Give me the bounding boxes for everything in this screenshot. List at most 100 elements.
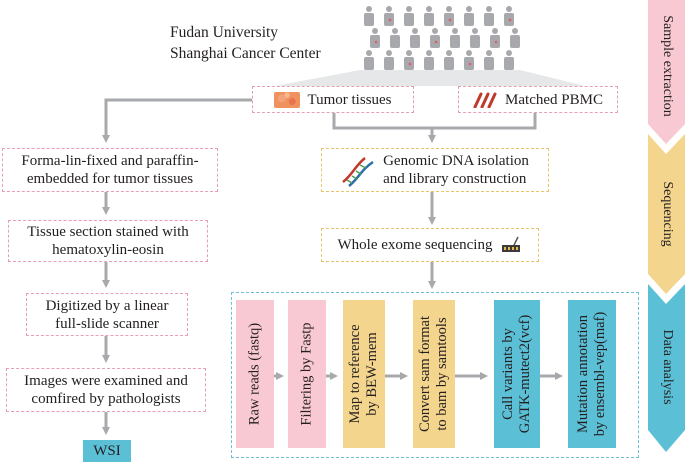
institution-title: Fudan University Shanghai Cancer Center [170,22,321,64]
stage-label-sequencing: Sequencing [659,181,675,247]
stage-banners [648,0,685,452]
stage-label-sample-extraction: Sample extraction [659,15,675,117]
person-marker [408,62,412,66]
person-head [466,50,472,56]
person-head [426,6,432,12]
person-head [492,28,498,34]
step5-line2: GATK-mutect2(vcf) [517,314,533,434]
person-body [504,57,514,70]
person-head [406,50,412,56]
person-head [472,28,478,34]
step1-line1: Raw reads (fastq) [246,322,263,426]
person-head [372,28,378,34]
person-body [510,35,520,48]
scanner-line2: full-slide scanner [55,315,159,332]
tissue-icon [274,91,301,108]
person-head [506,6,512,12]
person-head [466,6,472,12]
person-marker [468,62,472,66]
person-body [364,13,374,26]
he-stain-line1: Tissue section stained with [27,224,189,240]
person-body [470,35,480,48]
person-head [412,28,418,34]
wsi-label: WSI [93,442,121,459]
ffpe-line2: embedded for tumor tissues [26,171,194,187]
person-body [484,57,494,70]
dna-line1: Genomic DNA isolation [383,153,529,169]
person-marker [448,18,452,22]
person-head [486,6,492,12]
person-body [384,57,394,70]
people-funnel [275,70,585,86]
person-marker [388,18,392,22]
stage-label-data-analysis: Data analysis [659,329,675,405]
person-head [386,50,392,56]
stage-banner-sequencing [648,134,685,294]
step6-line2: by ensembl-vep(maf) [592,311,608,437]
person-head [392,28,398,34]
step5-line1: Call variants by [500,328,516,420]
person-body [390,35,400,48]
person-body [444,57,454,70]
step6-line1: Mutation annotation [575,315,591,433]
he-stain-line2: hematoxylin-eosin [52,242,164,258]
dna-isolation-box: Genomic DNA isolation and library constru… [321,148,549,192]
dna-line2: and library construction [383,171,527,187]
stage-banner-sample-extraction [648,0,685,144]
person-marker [494,40,498,44]
step4-line2: to bam by samtools [434,317,450,431]
analysis-step-fastp: Filtering by Fastp [288,300,326,448]
blood-tubes-icon [473,92,497,108]
person-head [486,50,492,56]
matched-pbmc-box: Matched PBMC [458,86,618,113]
person-head [386,6,392,12]
person-body [364,57,374,70]
person-head [452,28,458,34]
person-head [366,50,372,56]
matched-pbmc-label: Matched PBMC [505,91,603,108]
person-body [424,13,434,26]
wes-box: Whole exome sequencing [321,228,539,262]
he-stain-box: Tissue section stained with hematoxylin-e… [8,220,208,262]
person-head [512,28,518,34]
wes-label: Whole exome sequencing [337,237,493,253]
person-head [506,50,512,56]
analysis-step-raw-reads: Raw reads (fastq) [236,300,274,448]
tumor-tissues-box: Tumor tissues [252,86,414,113]
dna-helix-icon [342,157,374,187]
institution-line2: Shanghai Cancer Center [170,45,321,62]
person-head [366,6,372,12]
person-body [450,35,460,48]
person-body [484,13,494,26]
person-head [446,6,452,12]
ffpe-line1: Forma-lin-fixed and paraffin- [21,153,199,169]
step2-line1: Filtering by Fastp [298,322,315,426]
step3-line2: by BEW-mem [364,332,380,416]
arrow-pbmc-down [432,112,537,130]
ffpe-box: Forma-lin-fixed and paraffin-embedded fo… [2,148,218,192]
arrow-tumor-down [332,112,436,143]
pathology-line2: comfired by pathologists [31,391,181,407]
person-head [446,50,452,56]
wsi-box: WSI [83,440,131,462]
institution-line1: Fudan University [170,24,279,41]
person-body [404,13,414,26]
tumor-tissues-label: Tumor tissues [307,91,392,108]
stage-banner-data-analysis [648,284,685,452]
person-marker [508,18,512,22]
step4-line1: Convert sam format [417,316,433,432]
scanner-line1: Digitized by a linear [45,297,169,314]
arrow-tumor-to-ffpe [102,98,252,143]
person-marker [434,40,438,44]
person-body [424,57,434,70]
sequencer-chip-icon [502,236,521,252]
person-body [410,35,420,48]
person-head [406,6,412,12]
